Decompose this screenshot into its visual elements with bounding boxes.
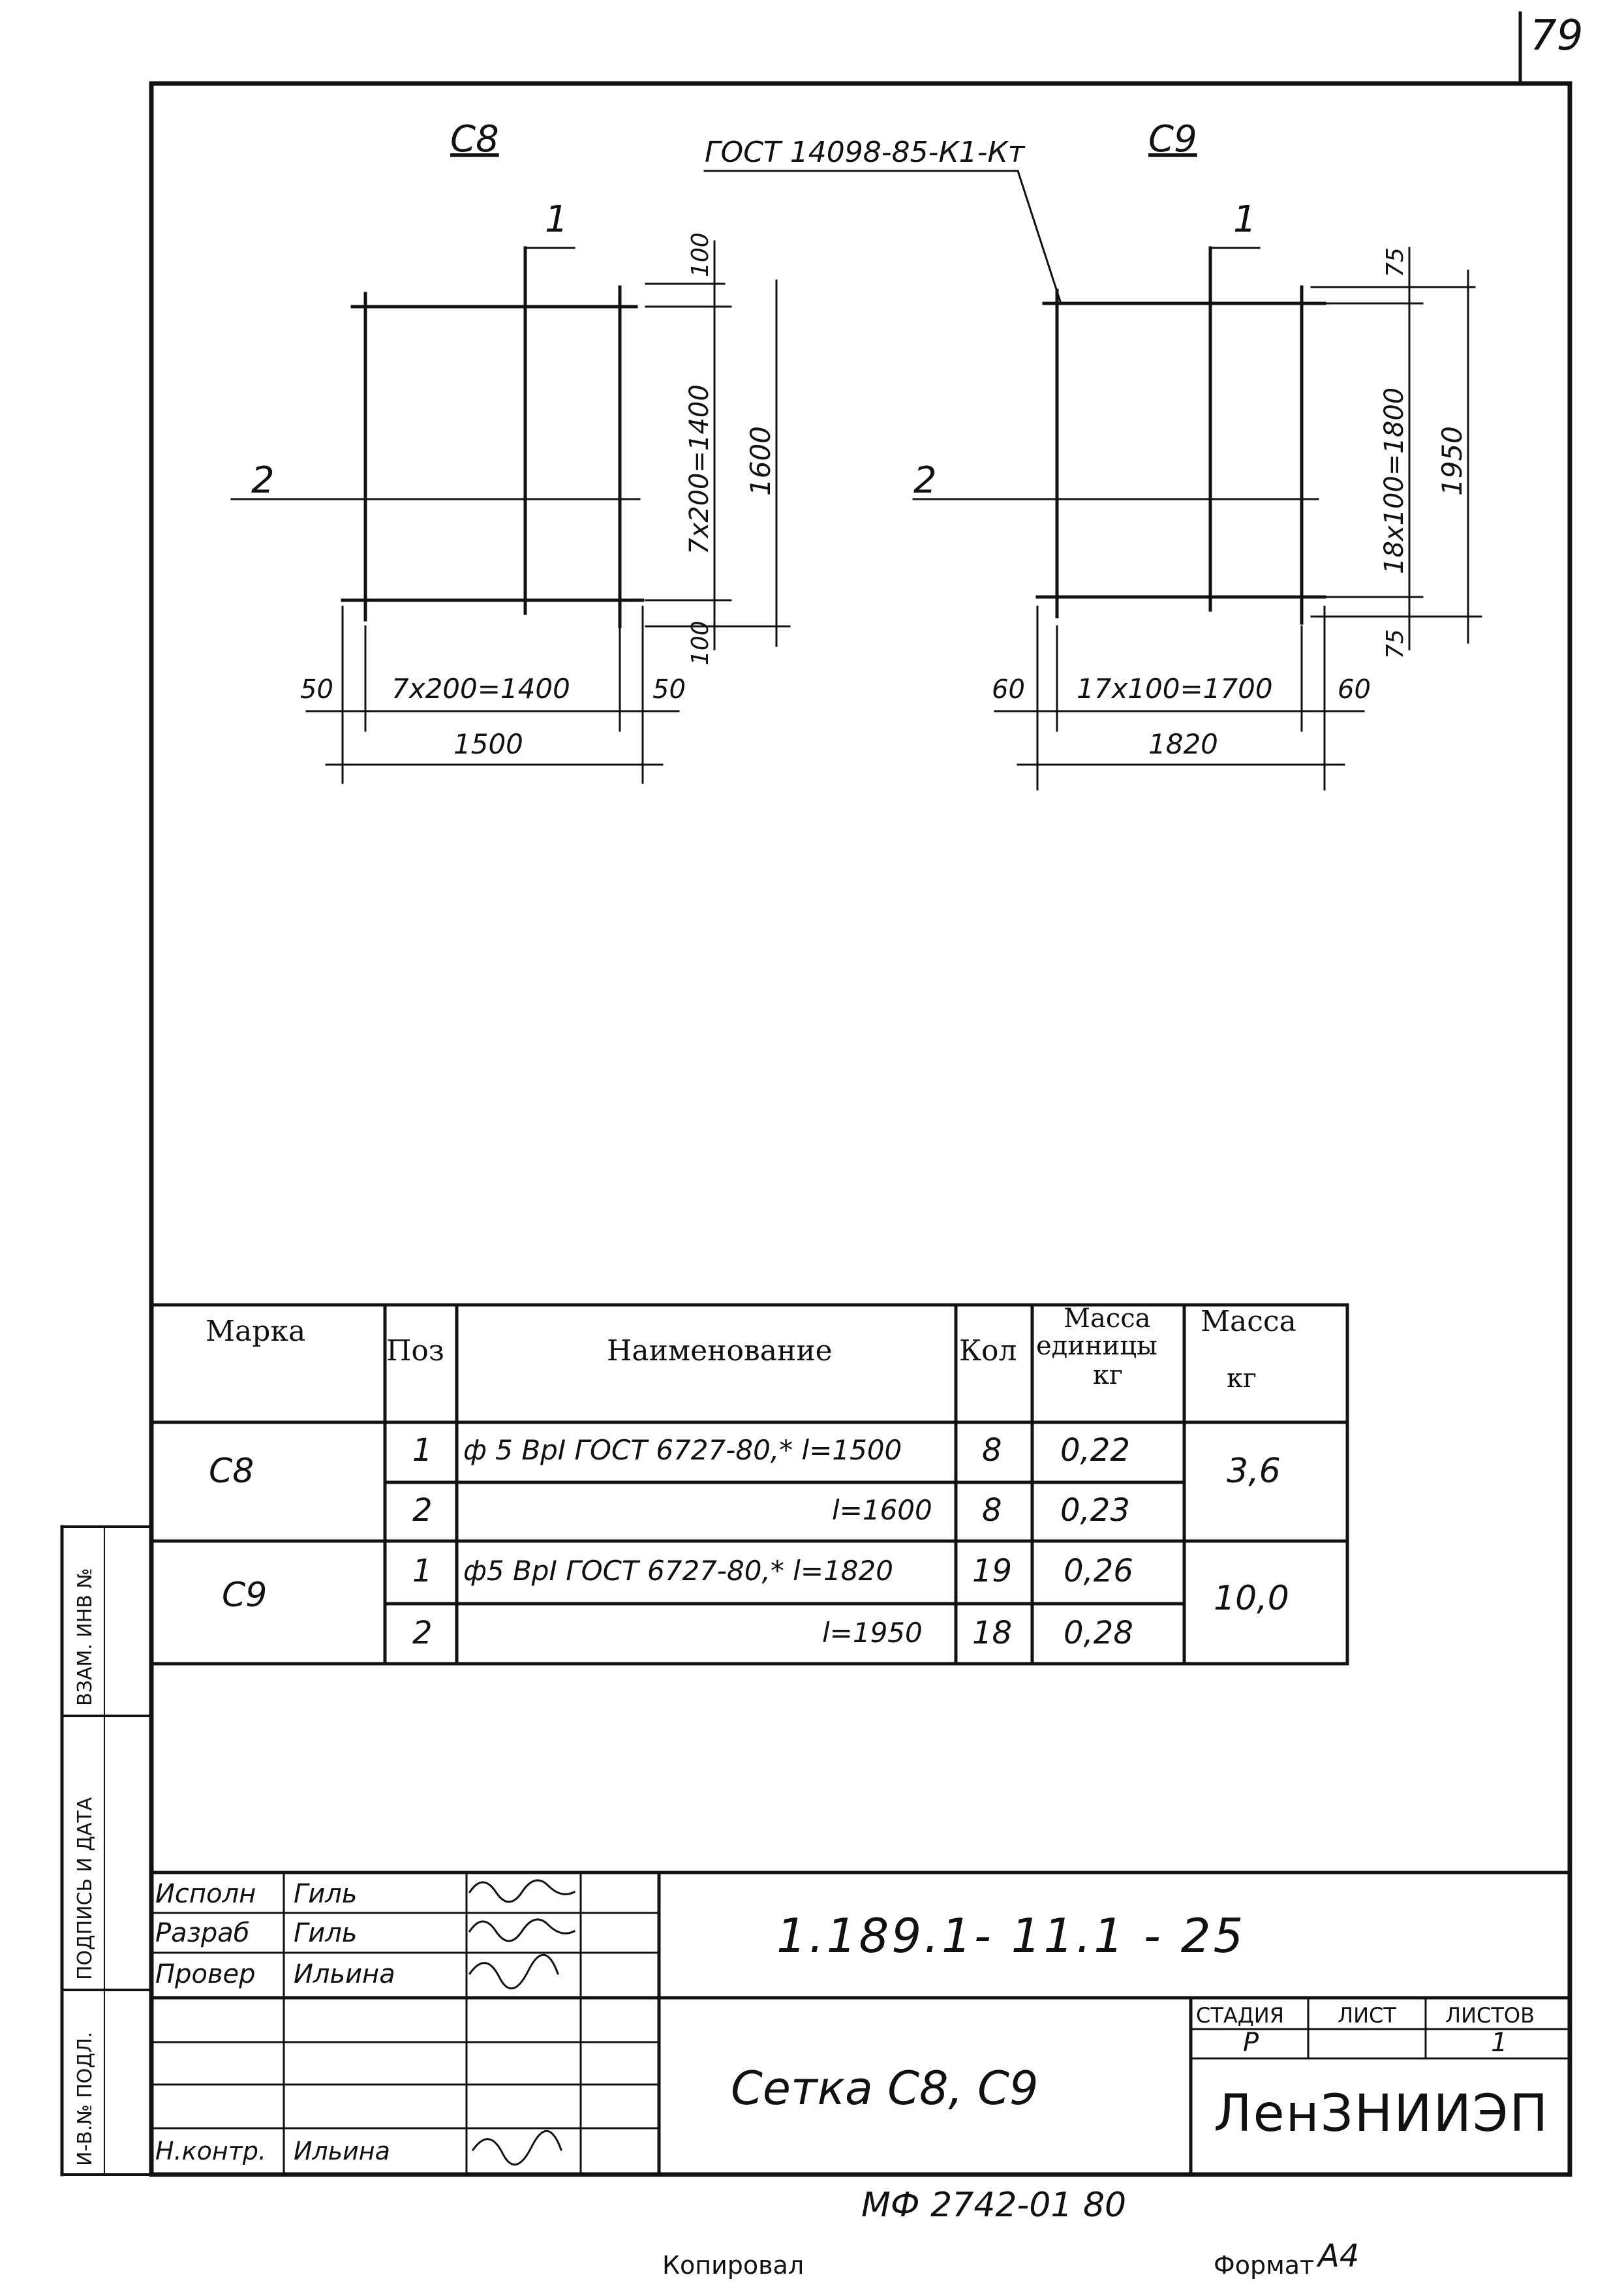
c9-dim-right: 60 bbox=[1338, 675, 1371, 705]
row-c9-1-pos: 1 bbox=[412, 1553, 433, 1589]
header-total-mass-2: кг bbox=[1227, 1364, 1257, 1394]
row-c8-total-mass: 3,6 bbox=[1227, 1452, 1281, 1491]
row-c8-1-pos: 1 bbox=[412, 1432, 433, 1469]
row-c9-total-mass: 10,0 bbox=[1214, 1579, 1289, 1618]
row-c8-1-name: ф 5 ВрI ГОСТ 6727-80,* l=1500 bbox=[463, 1434, 902, 1466]
sheet-number: 79 bbox=[1530, 12, 1584, 60]
sheet-frame bbox=[149, 81, 1572, 2177]
sheets-label: ЛИСТОВ bbox=[1445, 2003, 1535, 2028]
format-label: Формат bbox=[1214, 2251, 1315, 2280]
c8-dim-left: 50 bbox=[300, 675, 333, 705]
role-3: Провер bbox=[155, 1959, 256, 1989]
spec-table-grid bbox=[149, 1303, 1349, 1666]
format-value: А4 bbox=[1318, 2238, 1360, 2274]
header-qty: Кол bbox=[959, 1334, 1017, 1368]
c8-dim-vertical-total: 1600 bbox=[744, 426, 776, 496]
c9-dim-top: 75 bbox=[1382, 247, 1409, 277]
row-c8-2-pos: 2 bbox=[412, 1492, 433, 1529]
archive-code: МФ 2742-01 80 bbox=[861, 2186, 1127, 2225]
c9-dim-horizontal-total: 1820 bbox=[1148, 728, 1218, 760]
organization-name: ЛенЗНИИЭП bbox=[1214, 2085, 1550, 2143]
row-c9-1-qty: 19 bbox=[972, 1553, 1013, 1589]
c9-dim-horizontal-spacing: 17x100=1700 bbox=[1077, 673, 1273, 705]
sheets-value: 1 bbox=[1491, 2028, 1508, 2058]
doc-code: 1.189.1- 11.1 - 25 bbox=[776, 1908, 1246, 1963]
role-1: Исполн bbox=[155, 1879, 256, 1909]
c8-dim-right: 50 bbox=[652, 675, 686, 705]
side-stamp-sign-date: ПОДПИСЬ И ДАТА bbox=[74, 1797, 97, 1980]
mesh-c9 bbox=[703, 170, 1326, 625]
side-stamp-inv-podl: И-В.№ ПОДЛ. bbox=[74, 2032, 97, 2166]
row-c9-2-name: l=1950 bbox=[822, 1617, 923, 1649]
row-c8-2-qty: 8 bbox=[982, 1492, 1002, 1529]
c9-mark-label: С9 bbox=[1148, 118, 1197, 160]
c9-dim-vertical-spacing: 18x100=1800 bbox=[1379, 388, 1409, 574]
stage-label: СТАДИЯ bbox=[1196, 2003, 1284, 2028]
row-c8-mark: С8 bbox=[209, 1452, 254, 1491]
c8-dim-vertical-spacing: 7x200=1400 bbox=[684, 384, 714, 555]
header-total-mass-1: Масса bbox=[1201, 1305, 1296, 1338]
role-2-name: Гиль bbox=[294, 1918, 358, 1948]
c8-position-2: 2 bbox=[251, 459, 275, 502]
c8-dim-bottom: 100 bbox=[687, 620, 714, 665]
mesh-c8 bbox=[230, 246, 645, 628]
c9-position-2: 2 bbox=[913, 459, 937, 502]
c9-dim-vertical-total: 1950 bbox=[1436, 426, 1468, 496]
c8-dim-top: 100 bbox=[687, 232, 714, 277]
drawing-title: Сетка С8, С9 bbox=[731, 2062, 1039, 2115]
title-block-grid bbox=[149, 1871, 1572, 2177]
c8-mark-label: С8 bbox=[450, 118, 499, 160]
dimensions-c8 bbox=[305, 240, 791, 784]
dimensions-c9 bbox=[994, 247, 1482, 791]
c8-position-1: 1 bbox=[545, 198, 568, 241]
stage-value: Р bbox=[1243, 2028, 1259, 2058]
side-stamp-inv-zam: ВЗАМ. ИНВ № bbox=[74, 1568, 97, 1706]
row-c9-2-qty: 18 bbox=[972, 1615, 1013, 1651]
c9-dim-left: 60 bbox=[992, 675, 1025, 705]
c8-dim-horizontal-total: 1500 bbox=[453, 728, 523, 760]
sheet-label: ЛИСТ bbox=[1338, 2003, 1396, 2028]
norm-control-role: Н.контр. bbox=[155, 2137, 267, 2165]
row-c8-2-name: l=1600 bbox=[832, 1494, 932, 1526]
header-unit-mass-2: единицы bbox=[1036, 1331, 1157, 1361]
row-c8-2-unit-mass: 0,23 bbox=[1060, 1492, 1130, 1529]
header-pos: Поз bbox=[386, 1334, 444, 1368]
weld-callout: ГОСТ 14098-85-К1-Кт bbox=[705, 136, 1026, 169]
row-c9-2-pos: 2 bbox=[412, 1615, 433, 1651]
row-c8-1-qty: 8 bbox=[982, 1432, 1002, 1469]
row-c9-1-unit-mass: 0,26 bbox=[1064, 1553, 1133, 1589]
header-unit-mass-3: кг bbox=[1093, 1360, 1123, 1390]
row-c9-mark: С9 bbox=[222, 1576, 268, 1615]
header-mark: Марка bbox=[206, 1315, 306, 1348]
c8-dim-horizontal-spacing: 7x200=1400 bbox=[391, 673, 570, 705]
signature-scribbles bbox=[468, 1879, 576, 2166]
role-2: Разраб bbox=[155, 1918, 250, 1948]
role-3-name: Ильина bbox=[294, 1959, 395, 1989]
header-name: Наименование bbox=[607, 1334, 833, 1368]
row-c9-1-name: ф5 ВрI ГОСТ 6727-80,* l=1820 bbox=[463, 1555, 893, 1587]
copied-label: Копировал bbox=[662, 2251, 804, 2280]
row-c8-1-unit-mass: 0,22 bbox=[1060, 1432, 1130, 1469]
header-unit-mass-1: Масса bbox=[1064, 1304, 1151, 1334]
c9-dim-bottom: 75 bbox=[1382, 629, 1409, 659]
role-1-name: Гиль bbox=[294, 1879, 358, 1909]
row-c9-2-unit-mass: 0,28 bbox=[1064, 1615, 1133, 1651]
norm-control-name: Ильина bbox=[294, 2137, 390, 2165]
c9-position-1: 1 bbox=[1233, 198, 1257, 241]
